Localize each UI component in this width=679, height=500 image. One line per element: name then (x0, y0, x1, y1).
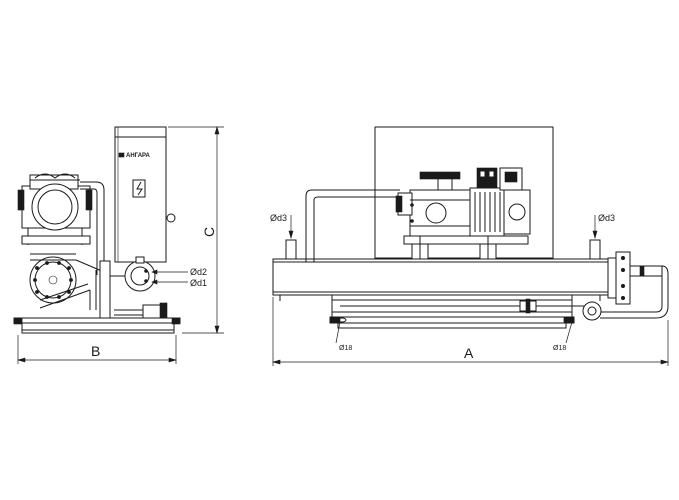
dimension-d2: Ød2 (190, 267, 207, 277)
front-compressor-base (403, 235, 529, 260)
hole-dimension-left: Ø18 (339, 345, 352, 352)
dimension-b-label: B (91, 343, 100, 359)
logo-text: АНГАРА (126, 153, 150, 159)
dimension-c-line (168, 125, 224, 335)
front-view: Ød3 Ød3 (270, 126, 670, 366)
front-receiver (272, 258, 609, 301)
angara-logo: АНГАРА (118, 152, 150, 159)
front-d3-inlets (285, 215, 601, 260)
front-suction-pipe (305, 189, 400, 262)
high-voltage-icon (132, 179, 146, 198)
discharge-pipe (80, 181, 105, 275)
dimension-a-label: A (464, 345, 474, 361)
receiver-end-view (29, 253, 105, 304)
side-base-frame (13, 260, 181, 334)
front-end-flange (600, 251, 669, 319)
hole-dimension-right: Ø18 (553, 345, 566, 352)
side-pipe-leaders (151, 269, 188, 285)
front-hole-leaders (335, 317, 573, 344)
dimension-d3-left: Ød3 (270, 213, 287, 223)
dimension-b-line (16, 335, 178, 364)
side-view: АНГАРА (13, 125, 224, 364)
dimension-d3-right: Ød3 (598, 213, 615, 223)
brace-pipework (39, 270, 97, 310)
dimension-c-label: C (201, 227, 217, 237)
electrical-cabinet: АНГАРА (114, 126, 176, 263)
front-compressor (395, 167, 531, 237)
front-base-frame (329, 294, 575, 329)
dimension-d1: Ød1 (190, 278, 207, 288)
compressor-end-view (17, 173, 93, 245)
front-liquid-line (340, 298, 602, 321)
separator-vessel (110, 256, 156, 292)
dimension-a-line (271, 297, 670, 366)
